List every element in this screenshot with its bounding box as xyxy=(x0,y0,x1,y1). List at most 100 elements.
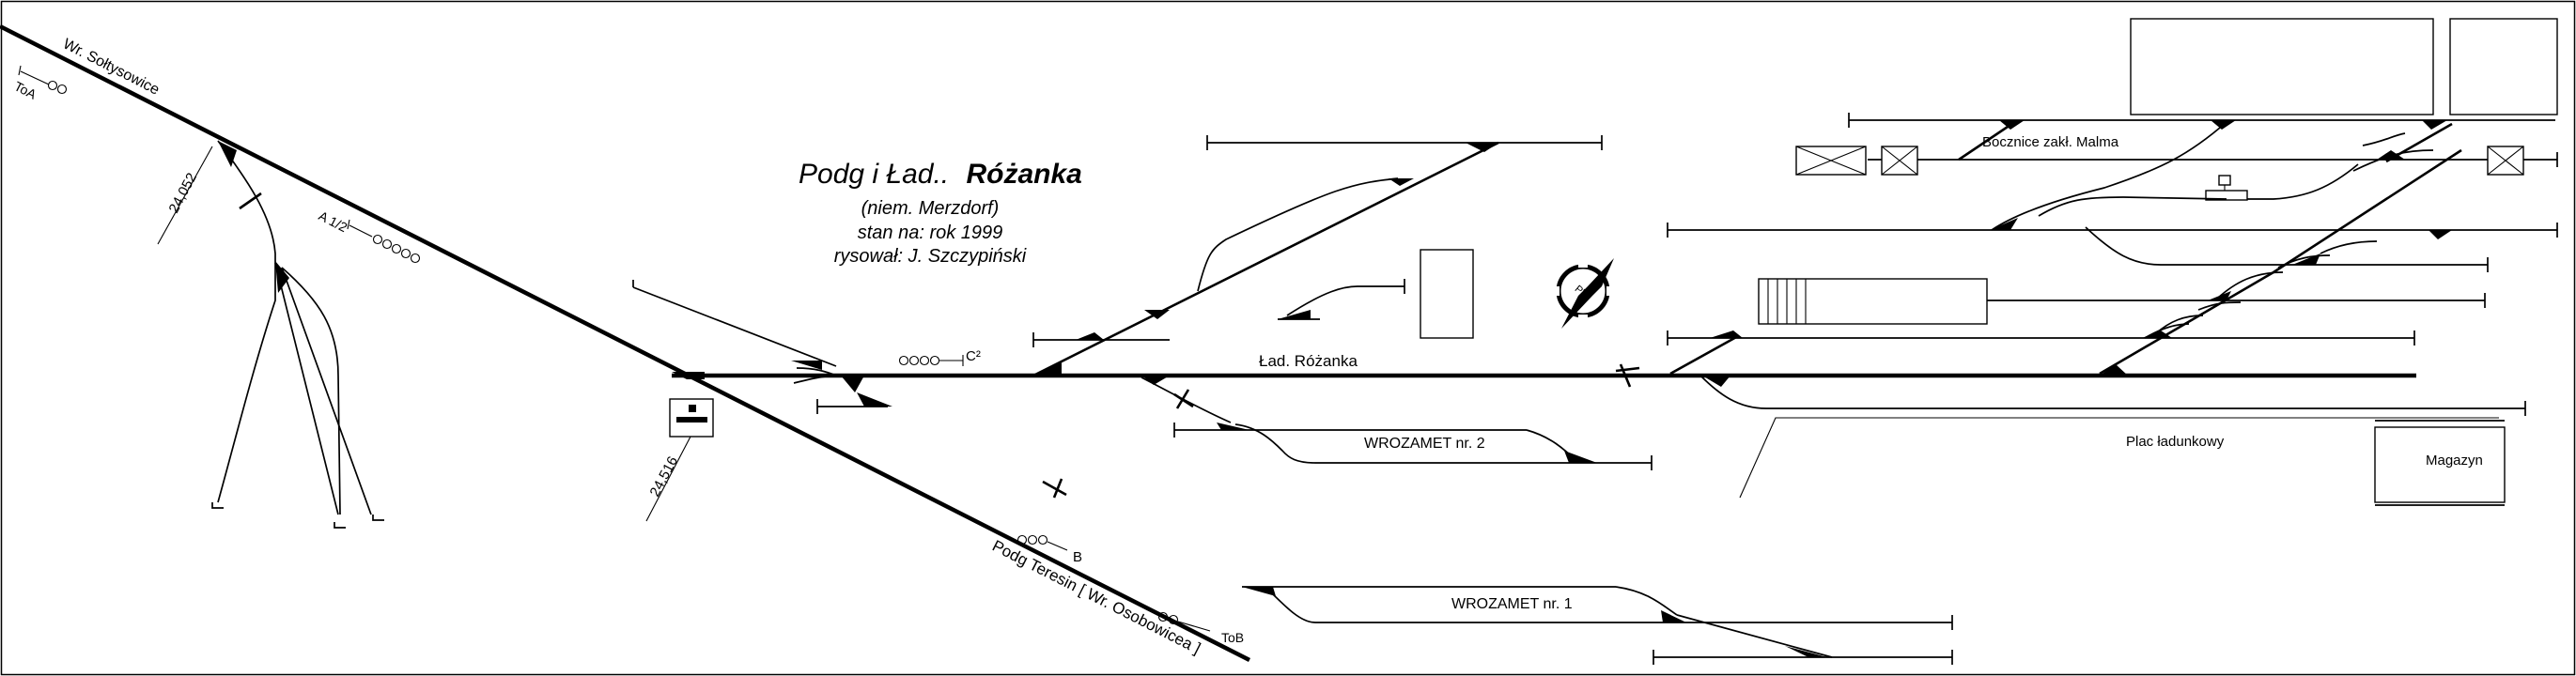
switch-marker xyxy=(218,141,237,167)
buffer-stop xyxy=(211,502,224,509)
siding-wrozamet-1: WROZAMET nr. 1 xyxy=(1242,586,1953,665)
track-building-spur xyxy=(1286,285,1404,316)
signal-toa: ToA xyxy=(12,65,68,102)
branch-left-4 xyxy=(281,267,372,515)
buffer-stop xyxy=(334,522,346,529)
building-long xyxy=(1758,278,1988,325)
switch-marker xyxy=(1785,646,1827,657)
switch-marker xyxy=(2429,230,2452,239)
warehouse-label: Magazyn xyxy=(2426,453,2483,469)
main-lines xyxy=(0,23,2416,663)
diagonal xyxy=(1958,123,2011,161)
switch-marker xyxy=(1144,310,1170,319)
diagonal xyxy=(2099,270,2274,376)
switch-marker xyxy=(1990,218,2018,230)
main-line-soltysowice-teresin xyxy=(0,23,1251,663)
track-loading xyxy=(1699,375,2525,409)
title-german-name: (niem. Merzdorf) xyxy=(861,198,1000,219)
building-malma-2 xyxy=(2449,18,2558,115)
diagonal xyxy=(2273,148,2462,274)
signal-a12-label: A 1/2 xyxy=(317,207,350,235)
siding-left-upper xyxy=(632,286,837,367)
scale-platform xyxy=(2205,190,2248,201)
switch-marker xyxy=(1564,451,1597,463)
km-board-mark xyxy=(689,405,696,412)
title-block: Podg i Ład.. Różanka (niem. Merzdorf) st… xyxy=(799,159,1082,267)
left-branches xyxy=(211,140,384,529)
isolation-mark xyxy=(239,192,262,210)
switch-marker xyxy=(791,361,822,370)
crossover xyxy=(796,367,837,376)
title-status: stan na: rok 1999 xyxy=(858,223,1003,243)
isolation-mark xyxy=(1619,363,1632,388)
diagonal xyxy=(2385,122,2453,163)
switch-marker xyxy=(857,392,892,407)
loading-yard-label: Plac ładunkowy xyxy=(2126,434,2225,450)
switch-marker xyxy=(1217,422,1249,430)
signal-c2-label: C² xyxy=(966,348,981,364)
switch-marker xyxy=(672,372,705,379)
switch-marker xyxy=(1033,361,1062,376)
switch-marker xyxy=(1661,610,1686,622)
right-yard: Bocznice zakł. Malma xyxy=(1667,18,2558,506)
turntable-icon: PW xyxy=(1550,258,1616,329)
isolation-mark xyxy=(1175,389,1190,409)
buffer-stop xyxy=(372,515,384,521)
switch-marker xyxy=(275,261,289,293)
siding-wrozamet-2-label: WROZAMET nr. 2 xyxy=(1364,436,1485,452)
switch-marker xyxy=(1710,330,1743,338)
isolation-mark xyxy=(1173,392,1194,408)
title-author: rysował: J. Szczypiński xyxy=(834,246,1027,267)
branch-left-2 xyxy=(274,262,339,515)
siding-malma-label: Bocznice zakł. Malma xyxy=(1982,134,2119,150)
station-left-tracks xyxy=(632,280,892,414)
km-board-bar xyxy=(676,417,707,422)
line-label-soltysowice: Wr. Sołtysowice xyxy=(60,36,162,98)
title-prefix-text: Podg i Ład.. xyxy=(799,159,949,190)
signal-toa-label: ToA xyxy=(12,78,39,102)
switch-marker xyxy=(2100,364,2128,376)
central-upper-ladder xyxy=(1032,135,1603,377)
branch-left-3 xyxy=(281,267,341,515)
isolation-mark xyxy=(1042,480,1067,497)
switch-marker xyxy=(1702,376,1730,387)
station-label: Ład. Różanka xyxy=(1259,352,1358,370)
switch-marker xyxy=(2422,120,2447,130)
title-prefix: Podg i Ład.. Różanka xyxy=(799,159,1082,190)
building-central xyxy=(1420,249,1474,339)
km-marker-upper: 24,052 xyxy=(157,146,213,245)
line-label-teresin: Podg Teresin [ Wr. Osobowicea ] xyxy=(989,537,1203,658)
km-marker-lower: 24,516 xyxy=(645,398,714,522)
signal-b-label: B xyxy=(1073,549,1082,565)
switch-marker xyxy=(1389,178,1414,186)
building-malma-1 xyxy=(2130,18,2434,115)
switch-marker xyxy=(2292,254,2320,265)
ladder-upper-diagonal xyxy=(1032,141,1499,377)
scale-house xyxy=(2218,175,2231,186)
crossover-lower xyxy=(793,375,842,384)
siding-wrozamet-2: WROZAMET nr. 2 xyxy=(1141,376,1653,470)
warehouse-building xyxy=(2374,426,2506,503)
km-label-lower: 24,516 xyxy=(647,453,682,499)
isolation-mark xyxy=(1052,478,1063,499)
branch-left-1 xyxy=(217,140,276,503)
signal-tob-label: ToB xyxy=(1221,630,1244,645)
isolation-mark xyxy=(1615,366,1640,373)
teresin-side: B ToB Podg Teresin [ Wr. Osobowicea ] xyxy=(989,478,1244,658)
switch-marker xyxy=(841,376,864,392)
siding-wrozamet-1-label: WROZAMET nr. 1 xyxy=(1451,596,1573,612)
switch-marker xyxy=(1999,120,2025,130)
curve-upper xyxy=(1197,177,1399,292)
switch-marker xyxy=(1466,143,1498,152)
title-station-name: Różanka xyxy=(966,159,1081,190)
switch-marker xyxy=(1141,376,1170,385)
km-label-upper: 24,052 xyxy=(166,170,201,216)
switch-marker xyxy=(1278,310,1311,319)
signal-c2: C² xyxy=(898,348,981,366)
signal-a12: A 1/2 xyxy=(317,207,421,264)
diagonal xyxy=(1669,334,1739,376)
loading-yard-outline xyxy=(1739,417,2499,499)
switch-marker xyxy=(1076,332,1104,340)
